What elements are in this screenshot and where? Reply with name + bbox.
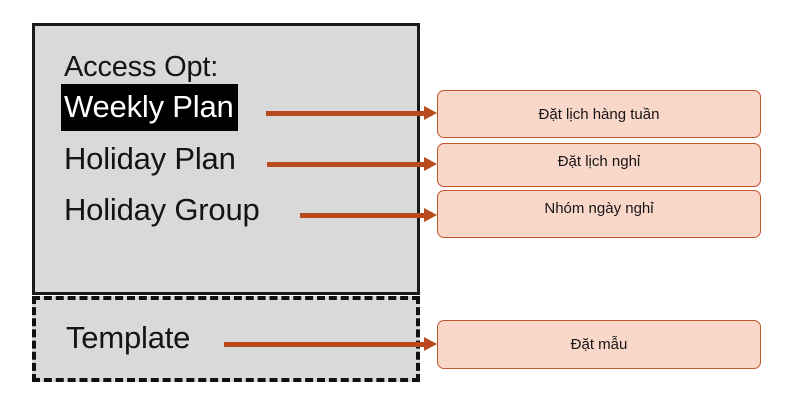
arrow-head <box>424 337 437 351</box>
menu-item-weekly-plan[interactable]: Weekly Plan <box>61 84 238 131</box>
arrow-shaft <box>224 342 424 347</box>
callout-weekly-plan: Đặt lịch hàng tuần <box>437 90 761 138</box>
arrow-shaft <box>300 213 424 218</box>
arrow-holiday-group <box>300 208 437 222</box>
callout-holiday-group: Nhóm ngày nghỉ <box>437 190 761 238</box>
arrow-holiday-plan <box>267 157 437 171</box>
callout-holiday-plan: Đặt lịch nghỉ <box>437 143 761 187</box>
menu-item-template[interactable]: Template <box>66 320 191 355</box>
callout-template: Đặt mẫu <box>437 320 761 369</box>
panel-title: Access Opt: <box>64 51 219 83</box>
arrow-template <box>224 337 437 351</box>
template-panel: Template <box>32 296 420 382</box>
menu-item-holiday-group[interactable]: Holiday Group <box>64 192 260 227</box>
arrow-head <box>424 157 437 171</box>
arrow-head <box>424 208 437 222</box>
arrow-shaft <box>266 111 424 116</box>
arrow-head <box>424 106 437 120</box>
menu-item-holiday-plan[interactable]: Holiday Plan <box>64 141 236 176</box>
arrow-shaft <box>267 162 424 167</box>
access-options-panel: Access Opt: Weekly Plan Holiday Plan Hol… <box>32 23 420 295</box>
arrow-weekly-plan <box>266 106 437 120</box>
